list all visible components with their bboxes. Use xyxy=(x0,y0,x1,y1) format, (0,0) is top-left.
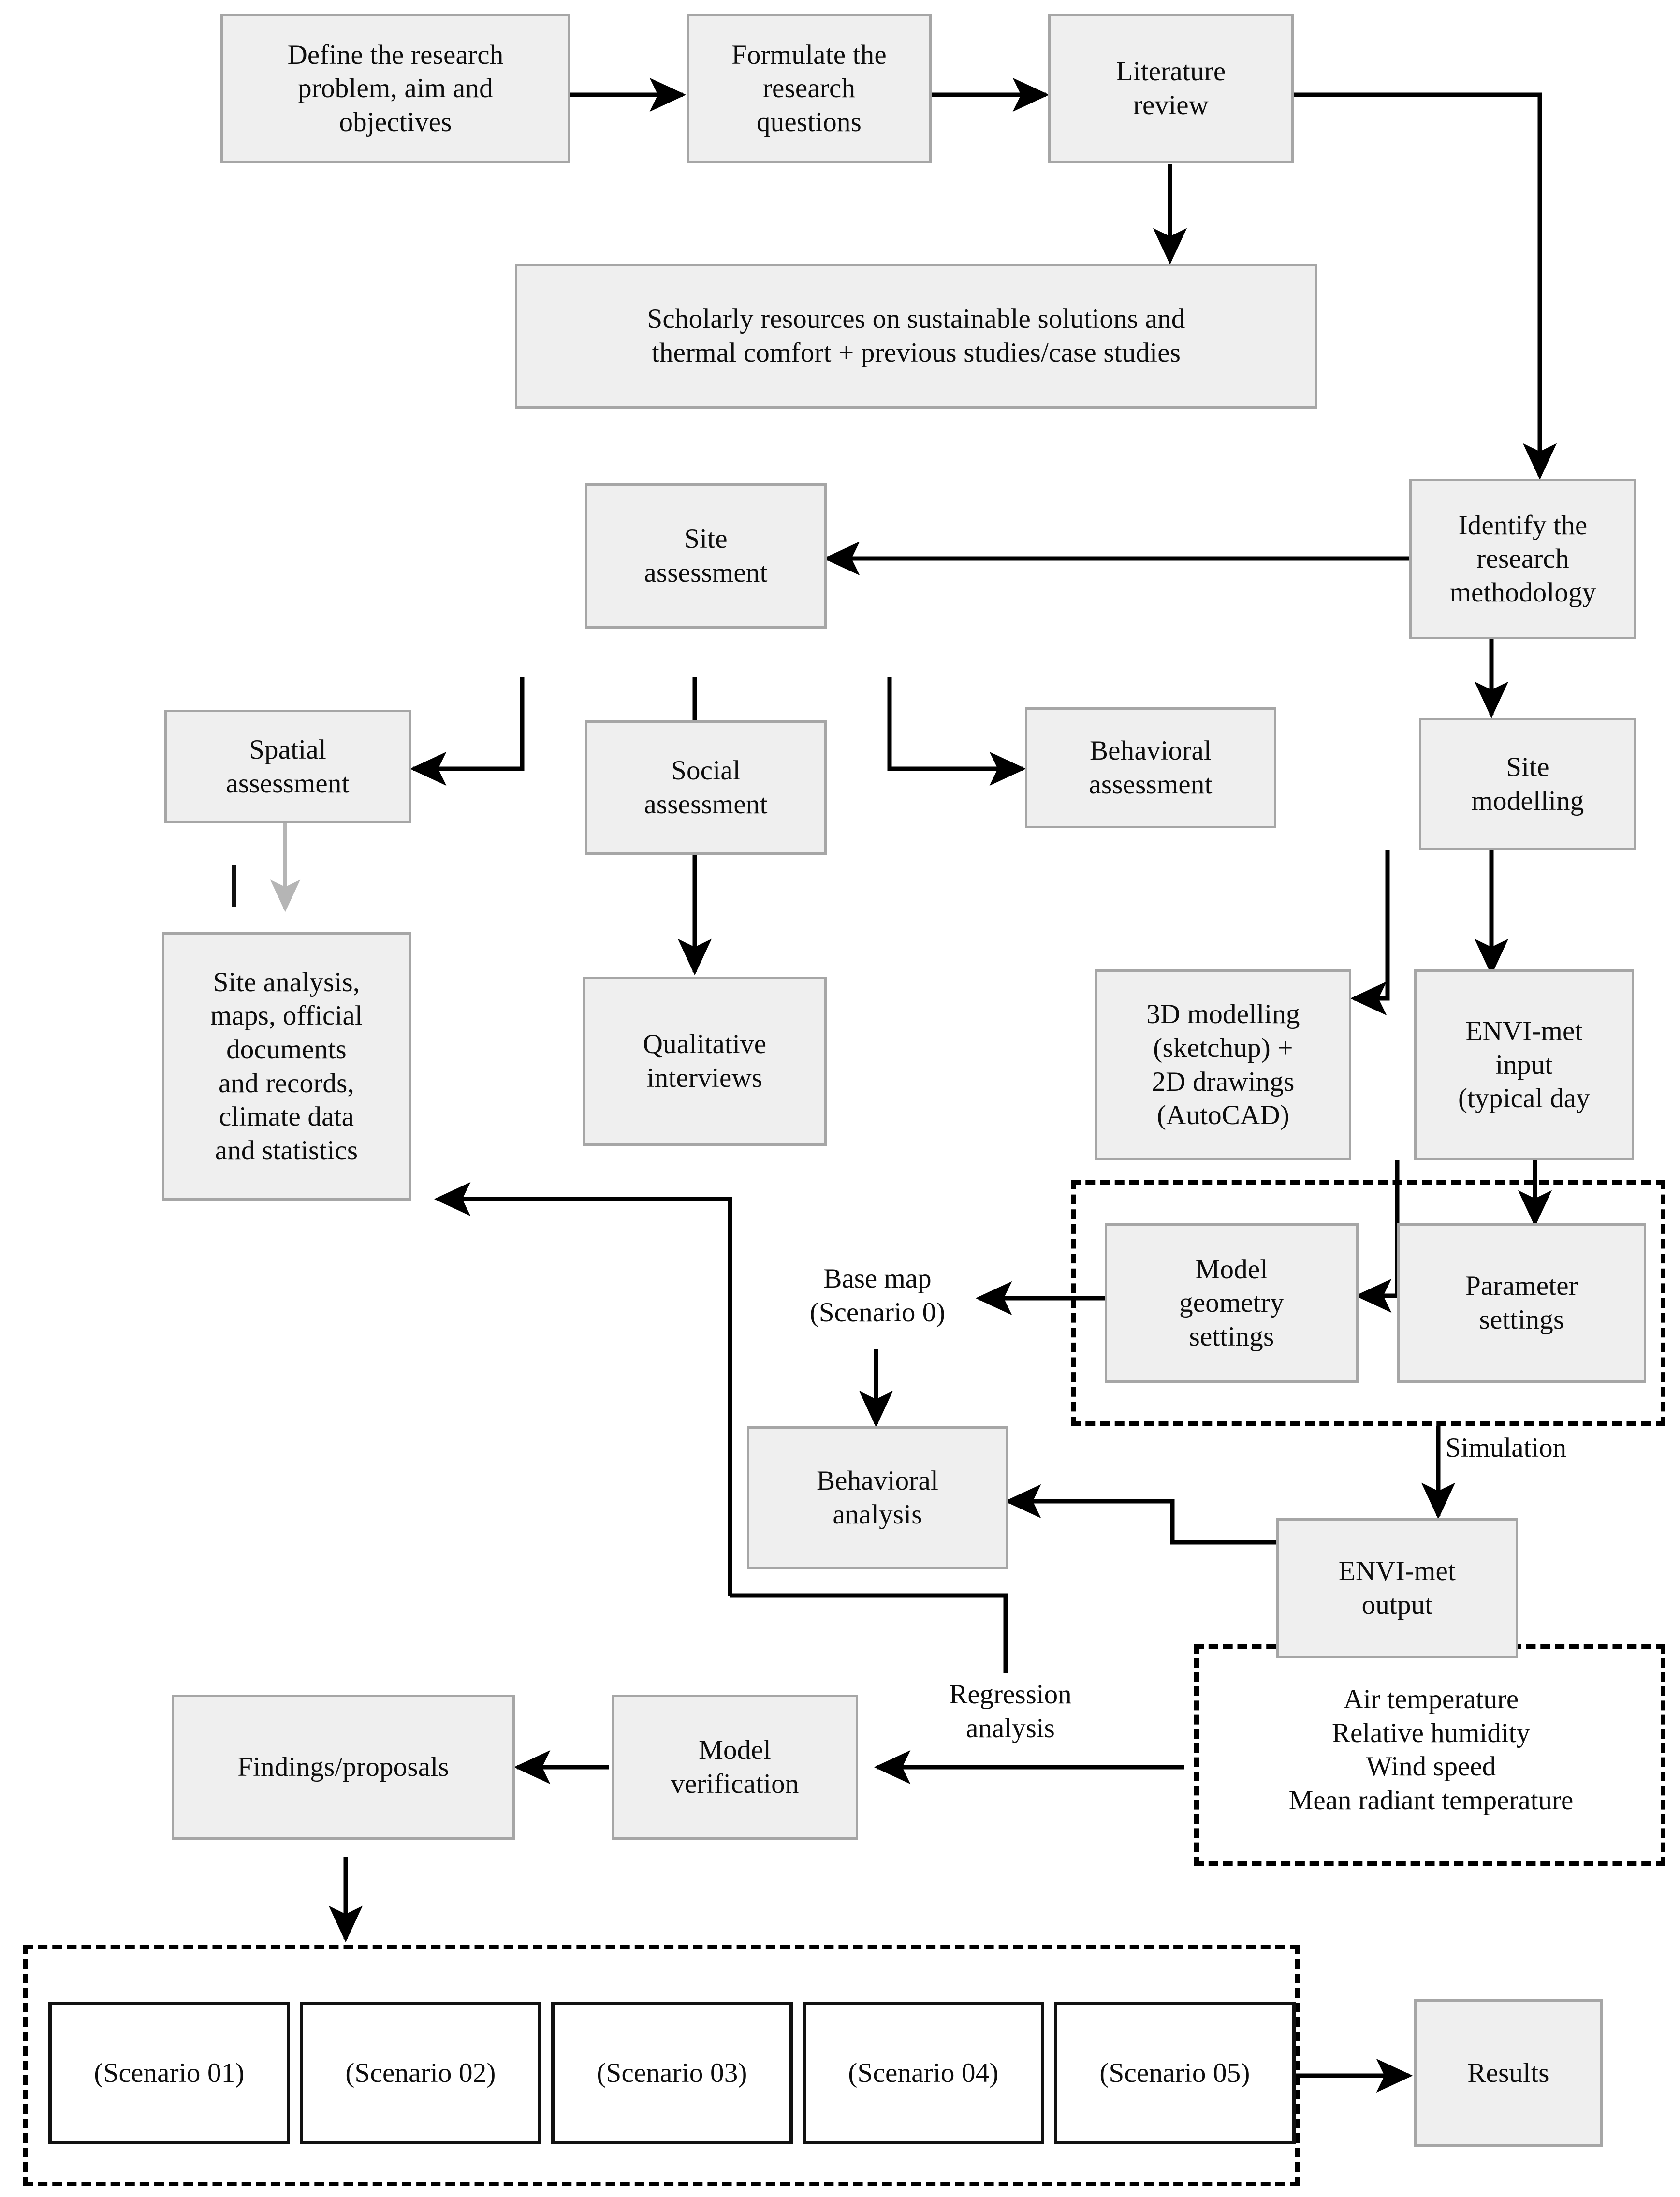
label-base-map: Base map (Scenario 0) xyxy=(809,1263,946,1328)
node-spatial-assessment[interactable]: Spatial assessment xyxy=(164,710,411,823)
node-parameter-settings[interactable]: Parameter settings xyxy=(1397,1223,1646,1383)
node-site-analysis-documents[interactable]: Site analysis, maps, official documents … xyxy=(162,932,411,1201)
node-model-geometry-settings[interactable]: Model geometry settings xyxy=(1105,1223,1359,1383)
scenario-box-01[interactable]: (Scenario 01) xyxy=(48,2002,290,2144)
scenario-box-03[interactable]: (Scenario 03) xyxy=(551,2002,793,2144)
node-behavioral-analysis[interactable]: Behavioral analysis xyxy=(747,1426,1008,1569)
scenarios-dashed-frame xyxy=(23,1945,1300,2186)
node-define-problem[interactable]: Define the research problem, aim and obj… xyxy=(220,14,570,163)
scenario-box-04[interactable]: (Scenario 04) xyxy=(803,2002,1044,2144)
node-scholarly-resources[interactable]: Scholarly resources on sustainable solut… xyxy=(515,264,1317,409)
node-modelling-tools[interactable]: 3D modelling (sketchup) + 2D drawings (A… xyxy=(1095,969,1351,1160)
node-behavioral-assessment[interactable]: Behavioral assessment xyxy=(1025,707,1276,828)
node-site-assessment[interactable]: Site assessment xyxy=(585,483,827,629)
node-social-assessment[interactable]: Social assessment xyxy=(585,720,827,855)
label-output-variables: Air temperature Relative humidity Wind s… xyxy=(1288,1684,1574,1816)
node-results[interactable]: Results xyxy=(1414,1999,1603,2147)
node-literature-review[interactable]: Literature review xyxy=(1048,14,1294,163)
label-regression-analysis: Regression analysis xyxy=(949,1679,1072,1743)
node-findings-proposals[interactable]: Findings/proposals xyxy=(172,1695,515,1840)
scenario-box-05[interactable]: (Scenario 05) xyxy=(1054,2002,1296,2144)
node-envimet-output[interactable]: ENVI-met output xyxy=(1276,1518,1518,1658)
node-qualitative-interviews[interactable]: Qualitative interviews xyxy=(583,977,827,1146)
node-model-verification[interactable]: Model verification xyxy=(612,1695,858,1840)
label-simulation: Simulation xyxy=(1446,1433,1567,1463)
node-formulate-questions[interactable]: Formulate the research questions xyxy=(687,14,932,163)
node-identify-methodology[interactable]: Identify the research methodology xyxy=(1409,479,1636,639)
node-envimet-input[interactable]: ENVI-met input (typical day xyxy=(1414,969,1634,1160)
envimet-settings-dashed-frame xyxy=(1071,1180,1665,1426)
scenario-box-02[interactable]: (Scenario 02) xyxy=(300,2002,541,2144)
node-site-modelling[interactable]: Site modelling xyxy=(1419,718,1636,850)
